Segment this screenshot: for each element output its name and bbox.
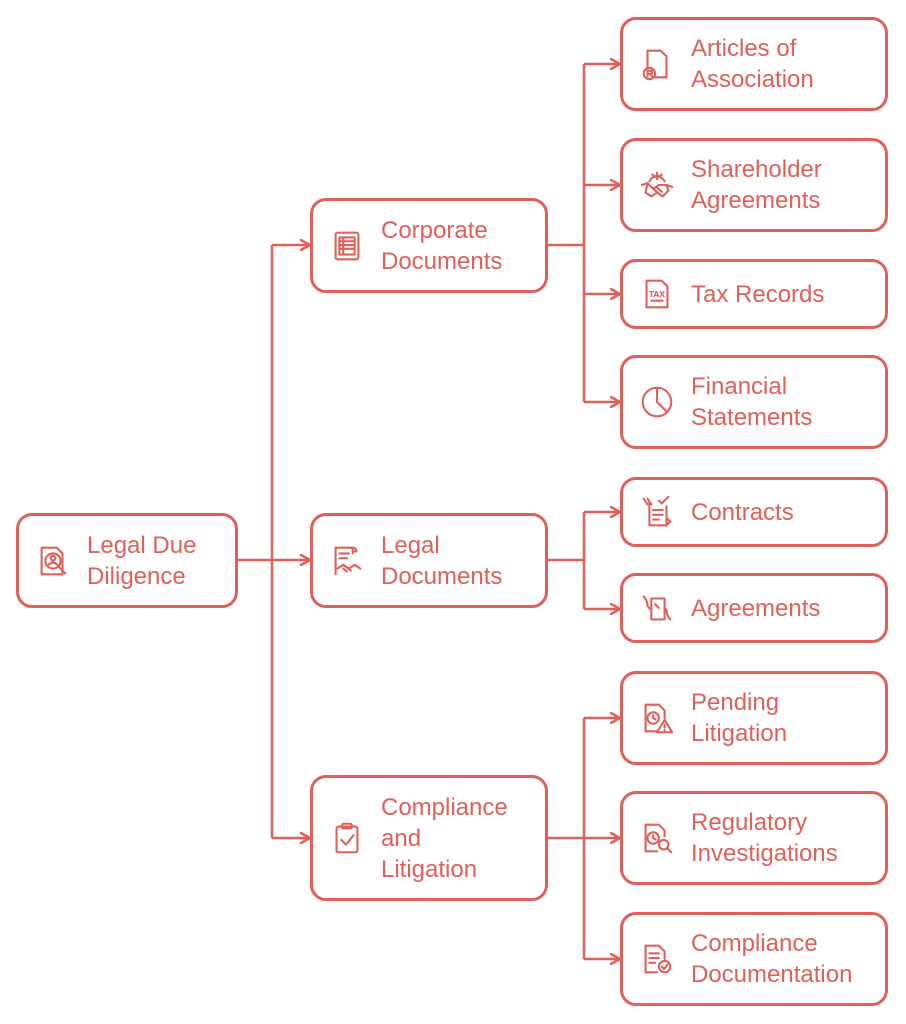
leaf-label: Regulatory Investigations bbox=[691, 809, 838, 867]
handshake-globe-icon bbox=[637, 165, 677, 205]
leaf-tax-records: TAX Tax Records bbox=[620, 259, 888, 329]
document-list-icon bbox=[327, 226, 367, 266]
leaf-regulatory-investigations: Regulatory Investigations bbox=[620, 791, 888, 885]
svg-text:TAX: TAX bbox=[649, 290, 665, 299]
document-check-icon bbox=[637, 939, 677, 979]
leaf-label: Contracts bbox=[691, 498, 794, 526]
leaf-shareholder-agreements: Shareholder Agreements bbox=[620, 138, 888, 232]
category-label: Legal Documents bbox=[381, 531, 503, 590]
contract-handshake-icon bbox=[327, 541, 367, 581]
root-label: Legal Due Diligence bbox=[87, 531, 197, 590]
leaf-label: Agreements bbox=[691, 594, 821, 622]
registered-document-icon bbox=[637, 44, 677, 84]
leaf-contracts: Contracts bbox=[620, 477, 888, 547]
leaf-label: Tax Records bbox=[691, 280, 825, 308]
search-person-document-icon bbox=[33, 541, 73, 581]
leaf-agreements: Agreements bbox=[620, 573, 888, 643]
tax-document-icon: TAX bbox=[637, 274, 677, 314]
leaf-label: Shareholder Agreements bbox=[691, 156, 822, 214]
leaf-label: Compliance Documentation bbox=[691, 930, 853, 988]
leaf-articles-of-association: Articles of Association bbox=[620, 17, 888, 111]
signed-contract-icon bbox=[637, 492, 677, 532]
leaf-label: Pending Litigation bbox=[691, 689, 788, 747]
category-label: Compliance and Litigation bbox=[381, 793, 508, 883]
leaf-financial-statements: Financial Statements bbox=[620, 355, 888, 449]
clipboard-check-icon bbox=[327, 818, 367, 858]
root-node: Legal Due Diligence bbox=[16, 513, 238, 608]
category-legal-documents: Legal Documents bbox=[310, 513, 548, 608]
leaf-compliance-documentation: Compliance Documentation bbox=[620, 912, 888, 1006]
document-clock-warning-icon bbox=[637, 698, 677, 738]
category-compliance-litigation: Compliance and Litigation bbox=[310, 775, 548, 901]
category-label: Corporate Documents bbox=[381, 216, 503, 275]
leaf-label: Financial Statements bbox=[691, 373, 813, 431]
leaf-label: Articles of Association bbox=[691, 35, 814, 93]
agreement-hands-icon bbox=[637, 588, 677, 628]
leaf-pending-litigation: Pending Litigation bbox=[620, 671, 888, 765]
pie-chart-icon bbox=[637, 382, 677, 422]
category-corporate-documents: Corporate Documents bbox=[310, 198, 548, 293]
document-clock-search-icon bbox=[637, 818, 677, 858]
